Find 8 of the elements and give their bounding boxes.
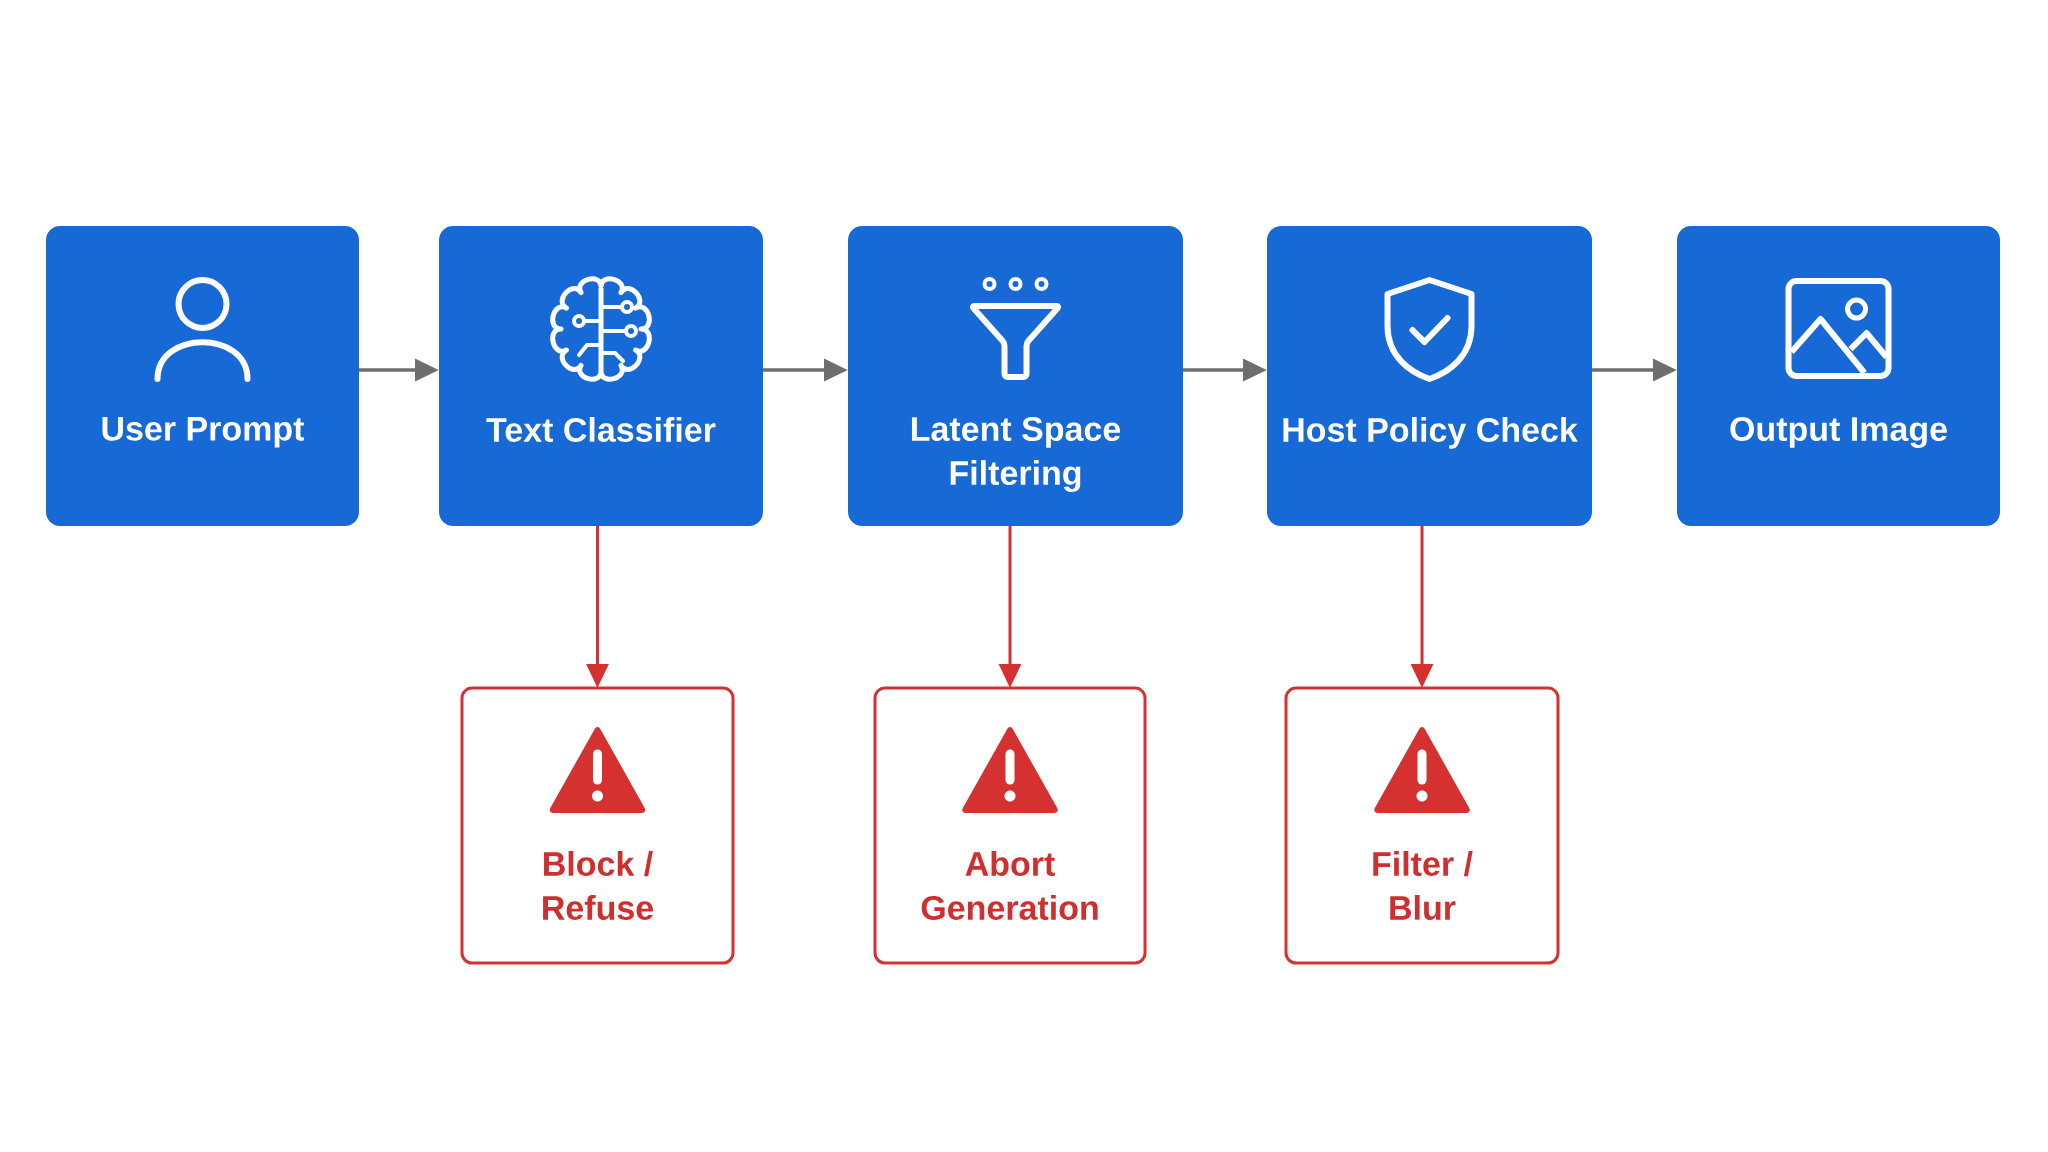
- process-box: Host Policy Check: [1267, 226, 1592, 526]
- outcome-box: Abort Generation: [873, 686, 1147, 965]
- outcome-box: Filter / Blur: [1284, 686, 1560, 965]
- process-box: User Prompt: [46, 226, 359, 526]
- outcome-box: Block / Refuse: [460, 686, 735, 965]
- process-box: Output Image: [1677, 226, 2000, 526]
- process-box: Latent Space Filtering: [848, 226, 1183, 526]
- process-box: Text Classifier: [439, 226, 763, 526]
